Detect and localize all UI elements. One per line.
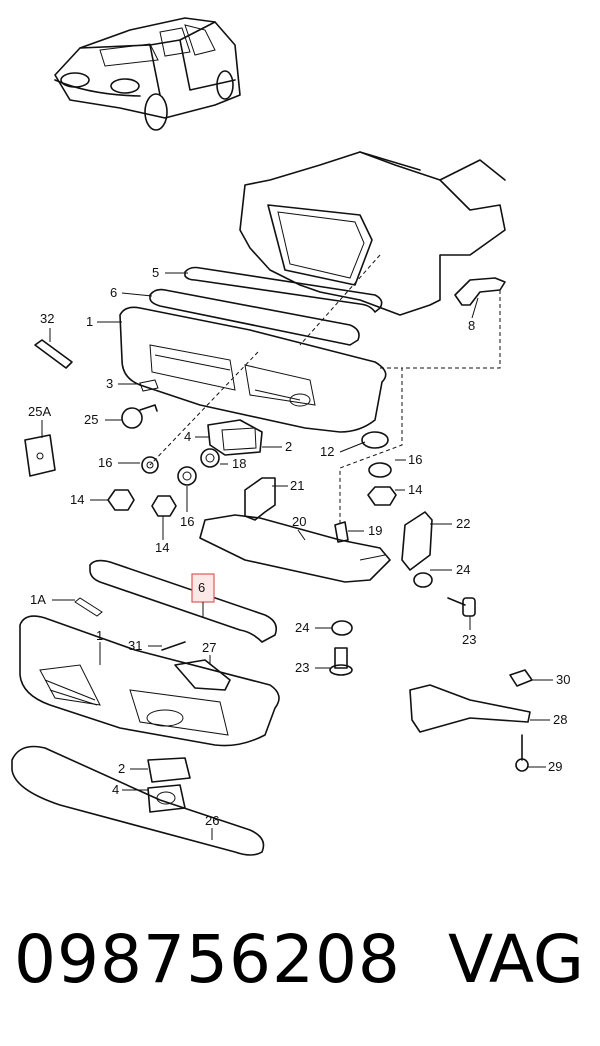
callout-label: 4 — [184, 429, 191, 444]
callout-labels: 5 6 1 32 3 25A 25 4 2 12 16 18 21 14 16 … — [28, 265, 570, 828]
callout-label: 16 — [180, 514, 194, 529]
footer: 098756208 VAG — [0, 915, 600, 1025]
part-20-under-tray — [199, 514, 391, 583]
part-2-lamp-lower — [147, 757, 191, 783]
part-25a-plate — [24, 434, 56, 477]
callout-label: 16 — [408, 452, 422, 467]
guide-lines — [149, 254, 501, 525]
callout-label: 26 — [205, 813, 219, 828]
part-3-clip — [139, 379, 159, 392]
callout-label: 23 — [462, 632, 476, 647]
callout-label: 1A — [30, 592, 46, 607]
callout-label: 14 — [155, 540, 169, 555]
callout-label: 14 — [408, 482, 422, 497]
part-16-washer-a — [141, 456, 159, 474]
part-8-bracket — [454, 277, 506, 306]
callout-label: 1 — [96, 628, 103, 643]
callout-label: 25 — [84, 412, 98, 427]
part-28-bracket — [409, 684, 531, 733]
callout-label: 31 — [128, 638, 142, 653]
brand-name: VAG — [447, 921, 584, 998]
callout-label: 6 — [198, 580, 205, 595]
callout-label: 20 — [292, 514, 306, 529]
callout-label: 4 — [112, 782, 119, 797]
callout-label: 30 — [556, 672, 570, 687]
part-30-clip — [509, 669, 533, 687]
part-4-lamp-lower — [147, 784, 186, 813]
part-number: 098756208 — [14, 921, 401, 998]
exploded-parts-diagram: 5 6 1 32 3 25A 25 4 2 12 16 18 21 14 16 … — [11, 17, 570, 856]
callout-label: 19 — [368, 523, 382, 538]
part-14-nut-a — [107, 489, 135, 511]
callout-label: 21 — [290, 478, 304, 493]
part-32-trim — [34, 339, 73, 369]
callout-label: 14 — [70, 492, 84, 507]
callout-label: 12 — [320, 444, 334, 459]
part-22-panel — [401, 511, 433, 571]
car-front-body — [239, 151, 506, 316]
callout-label: 23 — [295, 660, 309, 675]
part-23-bolt-b — [329, 647, 353, 676]
part-27-bracket — [174, 659, 231, 691]
part-19-clip — [334, 521, 349, 543]
leader-lines — [41, 272, 553, 840]
part-6-strip-highlighted — [89, 559, 278, 643]
callout-label: 25A — [28, 404, 51, 419]
callout-label: 24 — [295, 620, 309, 635]
callout-label: 2 — [118, 761, 125, 776]
callout-label: 2 — [285, 439, 292, 454]
part-1-front-bumper-upper — [119, 306, 387, 433]
callout-label: 27 — [202, 640, 216, 655]
callout-label: 5 — [152, 265, 159, 280]
callout-label: 16 — [98, 455, 112, 470]
part-1a-strip — [74, 597, 103, 617]
part-2-lens — [221, 427, 257, 451]
part-26-spoiler — [11, 745, 265, 856]
part-14-nut-c — [367, 486, 397, 506]
callout-label: 24 — [456, 562, 470, 577]
part-18-washer — [200, 448, 220, 468]
part-1-front-bumper-lower — [19, 615, 280, 747]
part-6-grille-strip — [149, 288, 360, 346]
part-23-bolt-a — [447, 597, 476, 617]
part-21-bracket — [244, 477, 276, 521]
callout-label: 18 — [232, 456, 246, 471]
part-24-washer-a — [413, 572, 433, 588]
callout-label: 6 — [110, 285, 117, 300]
car-thumbnail-icon — [54, 17, 241, 131]
part-4-holder — [207, 419, 263, 456]
part-31-screw — [161, 641, 186, 651]
part-14-nut-b — [151, 495, 177, 517]
part-16-washer-b — [177, 466, 197, 486]
callout-label: 1 — [86, 314, 93, 329]
part-24-washer-b — [331, 620, 353, 636]
callout-label: 28 — [553, 712, 567, 727]
part-25-screw — [121, 404, 158, 429]
callout-label: 3 — [106, 376, 113, 391]
callout-label: 22 — [456, 516, 470, 531]
part-12-grommet — [361, 431, 389, 449]
callout-label: 32 — [40, 311, 54, 326]
part-16-washer-c — [368, 462, 392, 478]
callout-label: 8 — [468, 318, 475, 333]
part-5-upper-grille — [184, 266, 383, 313]
callout-label: 29 — [548, 759, 562, 774]
part-29-screw — [515, 734, 529, 772]
